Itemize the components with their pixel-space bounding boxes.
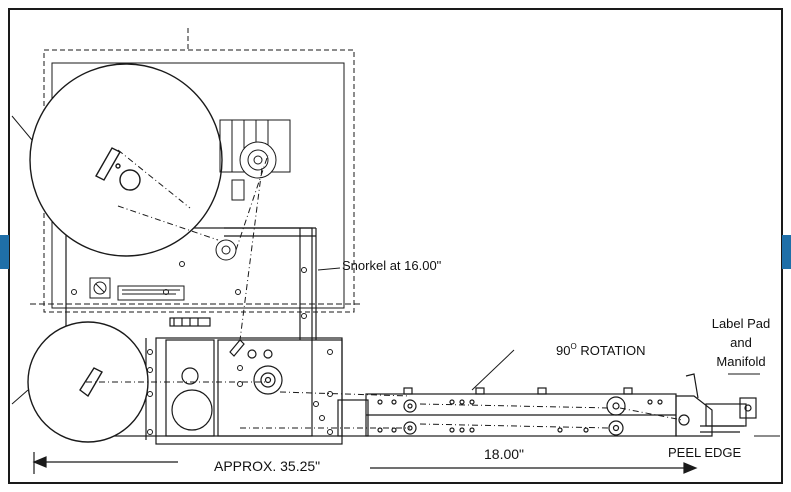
rotation-degree: O <box>570 342 577 351</box>
label-pad-manifold <box>675 373 757 437</box>
label-pad-line-3: Manifold <box>716 354 766 369</box>
label-pad-line-2: and <box>730 335 752 350</box>
left-side-tab <box>0 235 9 269</box>
label-pad-callout: Label Pad and Manifold <box>696 314 786 371</box>
right-side-tab <box>782 235 791 269</box>
supply-reel <box>29 63 223 257</box>
snorkel-label: Snorkel at 16.00" <box>342 258 442 273</box>
rotation-label: 90O ROTATION <box>556 342 646 358</box>
drive-rollers <box>169 317 283 431</box>
extension-arm <box>365 387 677 437</box>
rotation-text: ROTATION <box>576 343 646 358</box>
rotation-number: 90 <box>556 343 571 358</box>
mounting-holes <box>71 261 333 435</box>
dimension-line-approx <box>32 452 698 474</box>
approx-length-label: APPROX. 35.25" <box>214 458 321 474</box>
arm-length-label: 18.00" <box>484 446 525 462</box>
peel-edge-label: PEEL EDGE <box>668 445 742 460</box>
label-web-path <box>86 149 683 429</box>
callout-leaders <box>11 115 780 437</box>
control-panel <box>89 277 185 301</box>
label-pad-line-1: Label Pad <box>711 316 771 331</box>
motor-assembly <box>215 119 291 261</box>
